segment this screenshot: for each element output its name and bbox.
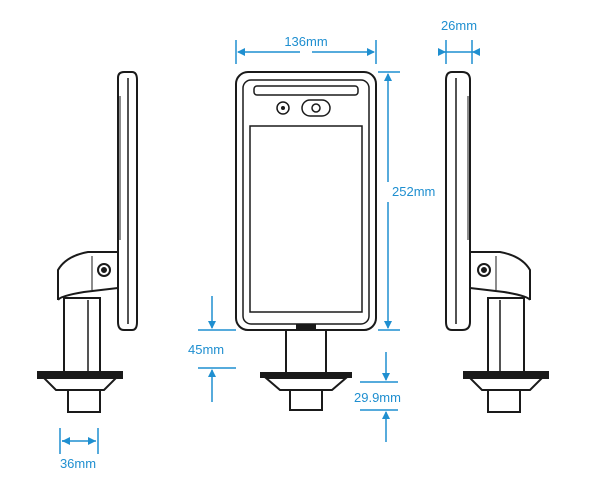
depth-arrow-right xyxy=(472,48,480,56)
depth-arrow-left xyxy=(438,48,446,56)
left-side-view xyxy=(37,71,138,413)
front-view xyxy=(235,71,377,411)
right-side-view xyxy=(445,71,549,413)
depth-label: 26mm xyxy=(441,18,477,33)
base-height-label: 29.9mm xyxy=(354,390,401,405)
pole-diameter-label: 36mm xyxy=(60,456,96,471)
bracket-label: 45mm xyxy=(188,342,224,357)
width-label: 136mm xyxy=(284,34,327,49)
height-label: 252mm xyxy=(392,184,435,199)
